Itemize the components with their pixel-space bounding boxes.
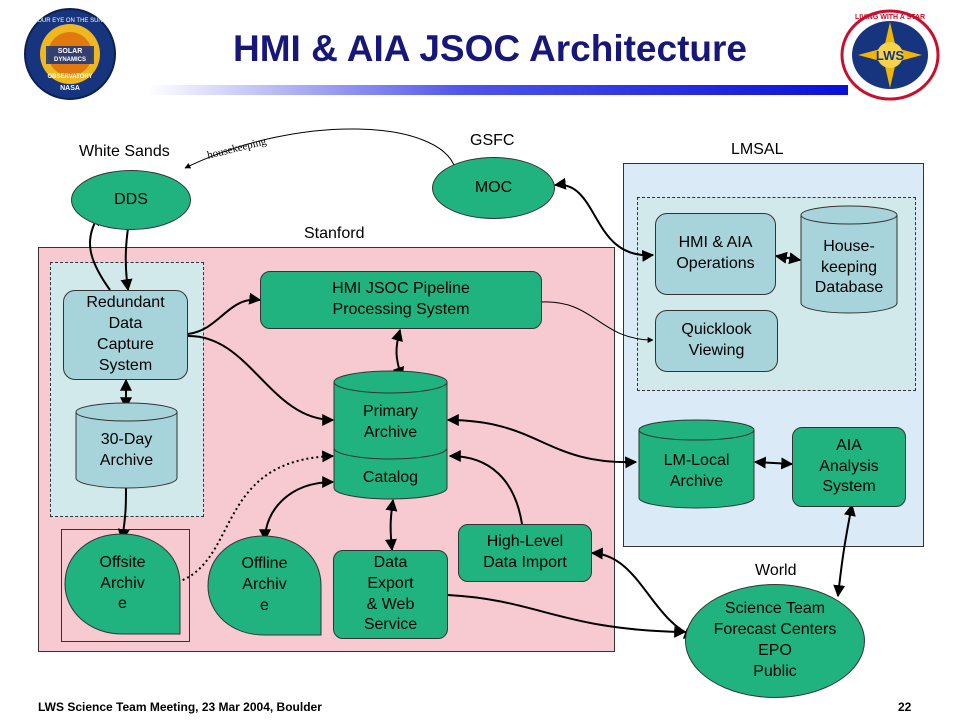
catalog-label: Catalog xyxy=(362,468,419,486)
sdo-logo: SOLAR DYNAMICS OUR EYE ON THE SUN OBSERV… xyxy=(22,6,118,102)
footer-meeting: LWS Science Team Meeting, 23 Mar 2004, B… xyxy=(38,700,322,714)
hmi-aia-operations-label: HMI & AIA Operations xyxy=(676,234,755,272)
page-title: HMI & AIA JSOC Architecture xyxy=(233,28,747,69)
svg-text:DYNAMICS: DYNAMICS xyxy=(54,57,86,63)
quicklook-viewing-node[interactable]: Quicklook Viewing xyxy=(655,310,778,372)
offsite-archive-label: Offsite Archiv e xyxy=(99,553,146,613)
world-users-label: Science Team Forecast Centers EPO Public xyxy=(713,600,837,680)
aia-analysis-node[interactable]: AIA Analysis System xyxy=(792,427,906,507)
primary-archive-label: Primary Archive xyxy=(362,403,419,441)
moc-node[interactable]: MOC xyxy=(432,157,555,219)
svg-text:OUR EYE ON THE SUN: OUR EYE ON THE SUN xyxy=(37,18,103,24)
data-export-node[interactable]: Data Export & Web Service xyxy=(333,550,448,639)
offline-archive-label: Offline Archiv e xyxy=(241,555,288,614)
svg-text:OBSERVATORY: OBSERVATORY xyxy=(47,74,92,80)
redundant-data-capture-node[interactable]: Redundant Data Capture System xyxy=(63,290,188,380)
footer-page-number: 22 xyxy=(898,700,912,714)
world-label: World xyxy=(755,562,797,579)
dds-node[interactable]: DDS xyxy=(71,170,191,230)
svg-text:LWS: LWS xyxy=(876,48,904,63)
housekeeping-database-label: House- keeping Database xyxy=(814,237,884,297)
housekeeping-database-node[interactable]: House- keeping Database xyxy=(800,205,898,315)
catalog-node[interactable]: Catalog xyxy=(333,464,448,492)
lm-local-archive-node[interactable]: LM-Local Archive xyxy=(638,418,755,510)
offsite-archive-node[interactable]: Offsite Archiv e xyxy=(64,532,181,636)
pipeline-node[interactable]: HMI JSOC Pipeline Processing System xyxy=(260,271,542,329)
stanford-label: Stanford xyxy=(304,225,365,242)
moc-label: MOC xyxy=(474,178,513,196)
white-sands-label: White Sands xyxy=(79,143,170,160)
gsfc-label: GSFC xyxy=(470,132,515,149)
data-export-label: Data Export & Web Service xyxy=(363,553,418,634)
high-level-import-node[interactable]: High-Level Data Import xyxy=(458,524,592,582)
title-underline xyxy=(148,85,848,95)
offline-archive-node[interactable]: Offline Archiv e xyxy=(207,534,322,637)
pipeline-label: HMI JSOC Pipeline Processing System xyxy=(332,280,470,318)
aia-analysis-label: AIA Analysis System xyxy=(819,436,879,496)
archive-30day-node[interactable]: 30-Day Archive xyxy=(75,402,178,490)
quicklook-viewing-label: Quicklook Viewing xyxy=(681,321,752,359)
lmsal-label: LMSAL xyxy=(731,141,784,158)
high-level-import-label: High-Level Data Import xyxy=(483,533,567,571)
world-users-node[interactable]: Science Team Forecast Centers EPO Public xyxy=(685,584,865,698)
archive-30day-label: 30-Day Archive xyxy=(99,431,154,469)
lm-local-archive-label: LM-Local Archive xyxy=(663,452,730,490)
svg-text:NASA: NASA xyxy=(60,85,80,92)
primary-archive-node[interactable]: Primary Archive Catalog xyxy=(333,370,448,502)
dds-label: DDS xyxy=(114,190,148,208)
redundant-data-capture-label: Redundant Data Capture System xyxy=(86,294,165,374)
svg-text:SOLAR: SOLAR xyxy=(58,48,83,55)
lws-logo: LWS LIVING WITH A STAR xyxy=(838,8,942,102)
svg-text:LIVING WITH A STAR: LIVING WITH A STAR xyxy=(855,14,925,21)
hmi-aia-operations-node[interactable]: HMI & AIA Operations xyxy=(655,213,776,295)
